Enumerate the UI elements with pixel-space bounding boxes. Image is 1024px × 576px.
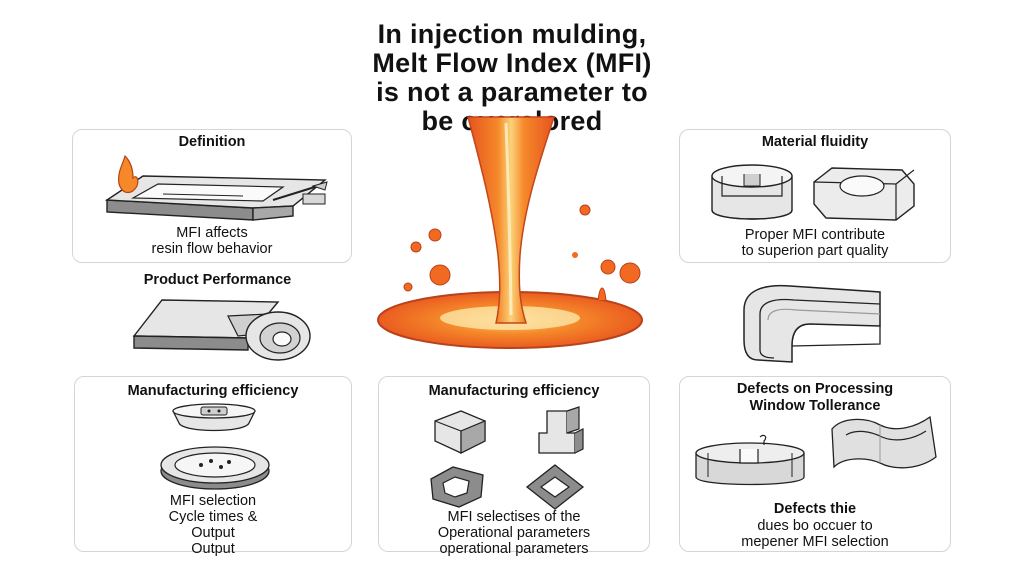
panel-definition: Definition MFI affects resin flow behavi… <box>72 129 352 263</box>
panel-description: MFI affects resin flow behavior <box>73 225 351 257</box>
molten-resin-stream-illustration <box>377 116 643 349</box>
panel-text-line: Output <box>191 541 235 557</box>
defective-tray-icon <box>695 434 805 486</box>
melt-droplet <box>579 204 591 216</box>
panel-text-line: Cycle times & <box>168 509 258 525</box>
melt-droplet <box>619 262 641 284</box>
panel-text-line: dues bo occuer to <box>757 518 873 534</box>
panel-title: Defects on Processing Window Tollerance <box>680 381 950 415</box>
channel-part-icon <box>743 284 881 363</box>
melt-stream <box>467 116 556 324</box>
title-line-2: Melt Flow Index (MFI) <box>372 48 652 78</box>
melt-droplet <box>572 252 578 258</box>
panel-title: Manufacturing efficiency <box>428 383 600 399</box>
roller-part-icon <box>132 299 311 361</box>
panel-manufacturing-efficiency-left: Manufacturing efficiency MFI selection C… <box>74 376 352 557</box>
panel-title-line: Window Tollerance <box>749 398 881 414</box>
panel-description: MFI selection Cycle times & Output Outpu… <box>75 493 351 557</box>
molded-parts-icon <box>711 164 915 221</box>
panel-text-line: MFI selection <box>169 493 257 509</box>
cup-part-icon <box>172 403 256 432</box>
melt-droplet <box>600 259 616 275</box>
title-line-1: In injection mulding, <box>377 19 647 49</box>
melt-droplet <box>428 228 442 242</box>
diamond-frame-icon <box>525 464 585 510</box>
page-title: In injection mulding, Melt Flow Index (M… <box>262 20 762 136</box>
panel-text-line: Operational parameters <box>437 525 591 541</box>
defective-curved-part-icon <box>831 415 937 469</box>
melt-droplet <box>403 282 413 292</box>
panel-text-line: mepener MFI selection <box>741 534 889 550</box>
panel-description: Proper MFI contribute to superion part q… <box>680 227 950 259</box>
panel-material-fluidity: Material fluidity Proper MFI contribute … <box>679 129 951 263</box>
panel-title: Definition <box>178 134 246 150</box>
panel-title-line: Defects on Processing <box>736 381 894 397</box>
panel-manufacturing-efficiency-center: Manufacturing efficiency MFI selectises … <box>378 376 650 557</box>
disc-part-icon <box>160 446 270 490</box>
panel-description: dues bo occuer to mepener MFI selection <box>680 518 950 550</box>
panel-text-line: MFI affects <box>176 225 248 241</box>
melt-droplet <box>410 241 422 253</box>
product-performance-title: Product Performance <box>143 272 292 288</box>
panel-text-line: MFI selectises of the <box>447 509 581 525</box>
panel-title: Manufacturing efficiency <box>127 383 299 399</box>
panel-subtitle: Defects thie <box>773 501 857 517</box>
panel-description: MFI selectises of the Operational parame… <box>379 509 649 557</box>
mold-cavity-icon <box>104 154 328 221</box>
panel-text-line: Output <box>191 525 235 541</box>
bracket-block-icon <box>538 406 584 454</box>
angled-block-icon <box>434 410 486 454</box>
panel-title: Material fluidity <box>761 134 869 150</box>
panel-text-line: operational parameters <box>439 541 589 557</box>
panel-text-line: resin flow behavior <box>151 241 273 257</box>
title-line-3: is not a parameter to <box>376 77 648 107</box>
panel-text-line: to superion part quality <box>741 243 889 259</box>
panel-text-line: Proper MFI contribute <box>744 227 886 243</box>
melt-droplet <box>429 264 451 286</box>
panel-defects: Defects on Processing Window Tollerance … <box>679 376 951 552</box>
hollow-block-icon <box>430 466 484 508</box>
